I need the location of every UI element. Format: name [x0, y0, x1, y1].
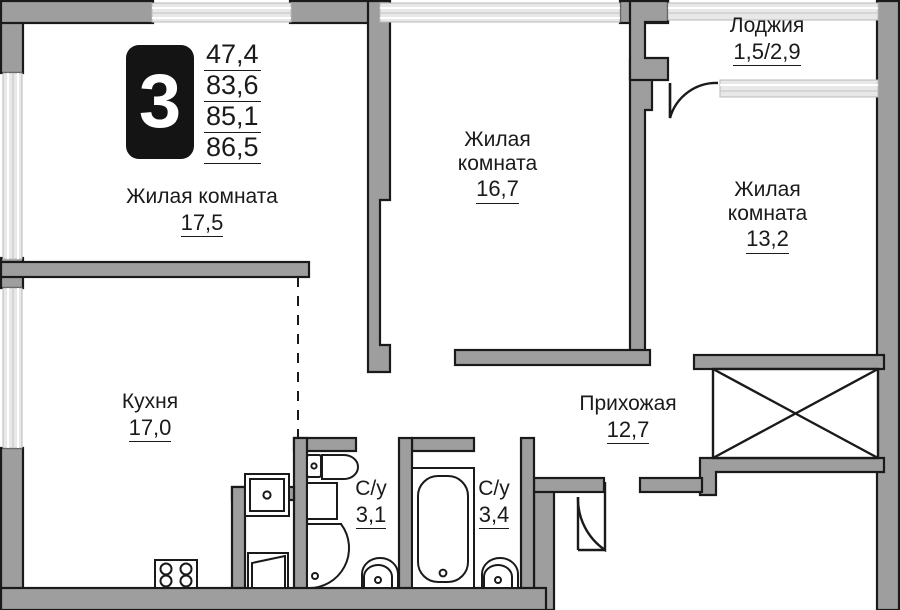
wall-room2-bottom	[453, 348, 652, 367]
area-summary: 47,4 83,6 85,1 86,5	[204, 40, 261, 164]
room-name-living-room-2-line1: Жилая	[464, 128, 531, 151]
shower-cabin-icon	[306, 523, 351, 590]
toilet-icon	[306, 454, 359, 480]
room-name-bathroom-1: С/у	[355, 477, 387, 500]
room-area-loggia: 1,5/2,9	[733, 39, 801, 67]
room-area-kitchen: 17,0	[128, 415, 172, 443]
wall-hallway-door-top	[532, 476, 606, 494]
wall-left-lower	[0, 446, 25, 610]
wall-bath-vert-3	[519, 436, 536, 610]
room-label-loggia: Лоджия 1,5/2,9	[688, 14, 846, 67]
washbasin-icon-2	[481, 557, 519, 589]
wall-kitchen-bath-stub-v	[230, 485, 247, 610]
kitchen-sink-icon	[244, 473, 290, 517]
wall-vertical-center	[366, 0, 392, 374]
door-loggia	[668, 81, 719, 119]
room-area-living-room-3: 13,2	[746, 226, 789, 254]
room-label-hallway: Прихожая 12,7	[548, 392, 708, 445]
wall-room3-bottom	[692, 353, 886, 371]
rooms-count-badge: 3	[126, 45, 194, 159]
room-name-loggia: Лоджия	[729, 14, 805, 37]
shower-tray-icon	[247, 552, 289, 589]
wall-bath-vert-1	[292, 436, 309, 610]
room-label-bathroom-1: С/у 3,1	[332, 477, 410, 530]
area-with-loggia-half-value: 85,1	[204, 100, 261, 133]
room-name-kitchen: Кухня	[121, 390, 179, 413]
room-label-living-room-3: Жилая комната 13,2	[690, 178, 845, 254]
room-label-kitchen: Кухня 17,0	[70, 390, 230, 443]
living-area-value: 47,4	[204, 39, 261, 71]
shaft-box	[711, 367, 880, 460]
room-name-living-room-2-line2: комната	[457, 151, 538, 175]
wall-livingroom-kitchen	[0, 260, 311, 279]
room-area-living-room-2: 16,7	[476, 176, 519, 204]
room-name-living-room-3-line2: комната	[727, 201, 808, 225]
room-label-living-room-1: Жилая комната 17,5	[92, 185, 312, 238]
washbasin-icon-1	[361, 557, 399, 589]
wall-top-pier-1	[288, 0, 382, 25]
stove-icon	[154, 559, 198, 589]
room-area-bathroom-1: 3,1	[355, 502, 387, 530]
wall-top-a	[0, 0, 155, 25]
window-loggia-inner	[719, 79, 879, 98]
bathtub-icon	[411, 467, 475, 589]
wall-hallway-door-right	[638, 476, 704, 494]
room-name-hallway: Прихожая	[579, 392, 677, 415]
wall-right-of-room2	[628, 58, 654, 357]
total-area-value: 83,6	[204, 69, 261, 102]
room-area-hallway: 12,7	[606, 417, 650, 445]
fixtures	[154, 454, 519, 590]
door-swings	[576, 81, 719, 553]
room-name-living-room-3-line1: Жилая	[734, 178, 801, 201]
wall-loggia-left	[628, 0, 670, 82]
area-with-loggia-full-value: 86,5	[204, 131, 261, 164]
room-label-bathroom-2: С/у 3,4	[455, 477, 533, 530]
room-name-living-room-1: Жилая комната	[126, 185, 278, 208]
room-area-living-room-1: 17,5	[180, 210, 224, 238]
room-name-bathroom-2: С/у	[478, 477, 510, 500]
wall-bottom-outer	[0, 586, 548, 610]
wall-hallway-step	[698, 456, 886, 497]
room-label-living-room-2: Жилая комната 16,7	[420, 128, 575, 204]
cabinet-icon	[306, 482, 338, 520]
room-area-bathroom-2: 3,4	[478, 502, 510, 530]
windows	[2, 2, 879, 449]
wall-right-outer	[875, 0, 900, 610]
wall-bath-top-right	[410, 436, 476, 453]
